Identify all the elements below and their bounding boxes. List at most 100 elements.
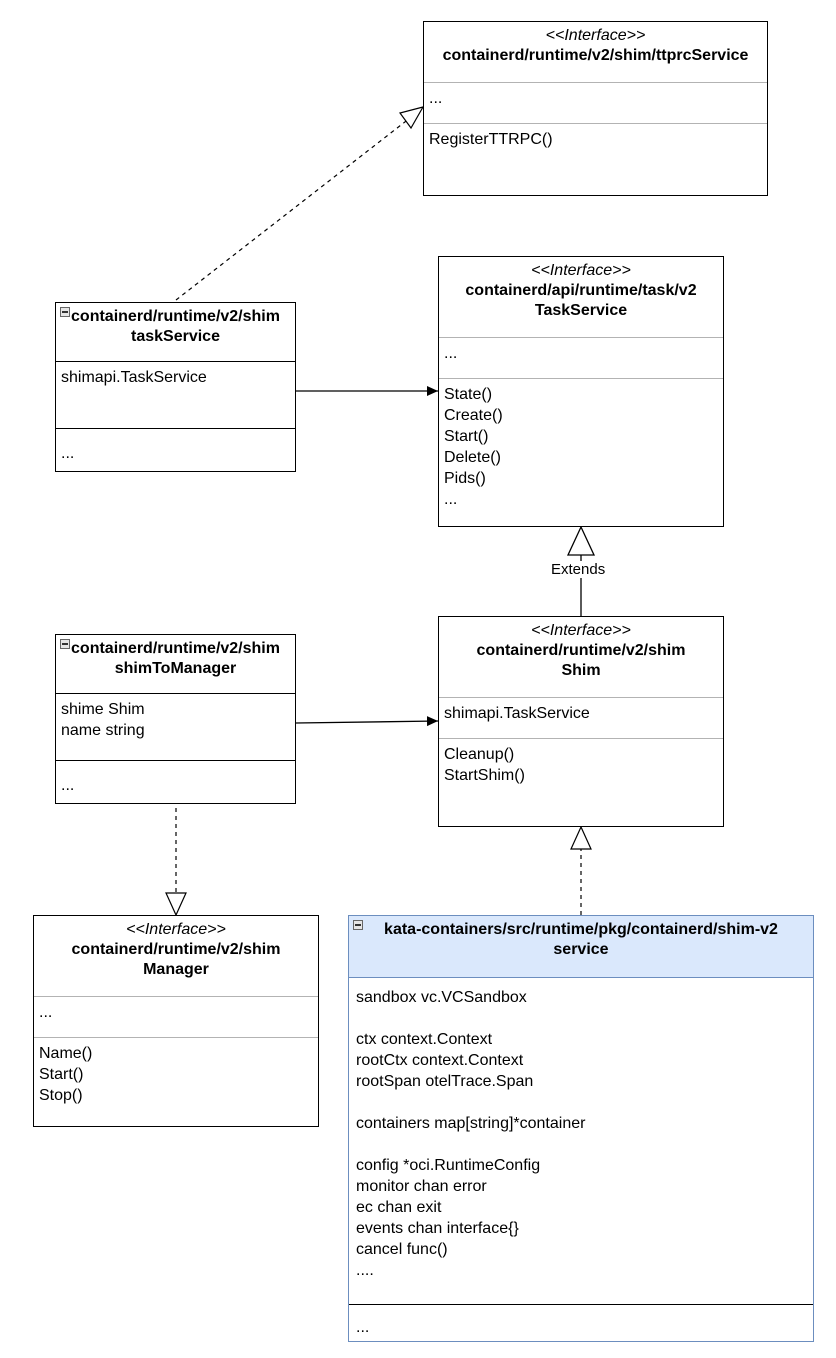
class-name-line2: Manager — [143, 961, 209, 978]
method: Start() — [444, 428, 489, 445]
divider — [439, 697, 723, 698]
method: Pids() — [444, 470, 486, 487]
class-taskservice-struct[interactable]: containerd/runtime/v2/shim taskService s… — [55, 302, 296, 472]
divider — [439, 738, 723, 739]
divider — [439, 337, 723, 338]
class-header: <<Interface>> containerd/runtime/v2/shim… — [439, 617, 723, 697]
class-header: <<Interface>> containerd/runtime/v2/shim… — [424, 22, 767, 82]
class-header: containerd/runtime/v2/shim taskService — [56, 303, 295, 361]
method: RegisterTTRPC() — [429, 131, 553, 148]
association-edge-shimtomanager — [295, 716, 439, 727]
class-shim-interface[interactable]: <<Interface>> containerd/runtime/v2/shim… — [438, 616, 724, 827]
attribute: ctx context.Context — [356, 1031, 493, 1048]
stereotype-label: <<Interface>> — [531, 262, 631, 279]
realization-arrowhead-shim — [570, 825, 592, 850]
stereotype-label: <<Interface>> — [545, 27, 646, 44]
method: ... — [356, 1319, 370, 1336]
divider — [56, 760, 295, 761]
class-name-line1: kata-containers/src/runtime/pkg/containe… — [384, 921, 778, 938]
method: ... — [444, 491, 458, 508]
attribute: rootCtx context.Context — [356, 1052, 524, 1069]
divider — [424, 82, 767, 83]
realization-arrowhead-manager — [165, 892, 187, 917]
attribute: containers map[string]*container — [356, 1115, 586, 1132]
method: Delete() — [444, 449, 501, 466]
spacer — [356, 1134, 808, 1155]
attribute: name string — [61, 722, 145, 739]
attribute: shimapi.TaskService — [444, 705, 590, 722]
attributes-section: ... — [424, 83, 767, 123]
methods-section: RegisterTTRPC() — [424, 124, 767, 155]
class-header: containerd/runtime/v2/shim shimToManager — [56, 635, 295, 693]
realization-edge-taskservice-ttrpc — [175, 117, 411, 301]
divider — [349, 1304, 813, 1305]
method: ... — [61, 445, 75, 462]
class-taskservice-interface[interactable]: <<Interface>> containerd/api/runtime/tas… — [438, 256, 724, 527]
attribute: sandbox vc.VCSandbox — [356, 989, 527, 1006]
extends-arrowhead — [566, 525, 596, 556]
methods-section: ... — [56, 429, 295, 469]
attributes-section: shimapi.TaskService — [56, 362, 295, 428]
class-name-line1: containerd/runtime/v2/shim — [71, 308, 280, 325]
methods-section: ... — [56, 761, 295, 801]
method: State() — [444, 386, 493, 403]
attribute: ... — [39, 1004, 53, 1021]
attribute: .... — [356, 1262, 374, 1279]
divider — [56, 361, 295, 362]
attribute: cancel func() — [356, 1241, 448, 1258]
class-manager-interface[interactable]: <<Interface>> containerd/runtime/v2/shim… — [33, 915, 319, 1127]
class-name-line2: shimToManager — [114, 660, 237, 677]
divider — [349, 977, 813, 978]
attribute: ... — [444, 345, 458, 362]
method: ... — [61, 777, 75, 794]
collapse-icon[interactable] — [60, 639, 70, 649]
attribute: shime Shim — [61, 701, 145, 718]
attribute: ec chan exit — [356, 1199, 442, 1216]
method: Stop() — [39, 1087, 83, 1104]
class-header: kata-containers/src/runtime/pkg/containe… — [349, 916, 813, 977]
method: Create() — [444, 407, 503, 424]
realization-arrowhead-ttrpc — [398, 106, 425, 130]
class-name-line2: Shim — [561, 662, 601, 679]
methods-section: ... — [349, 1305, 813, 1343]
attribute: config *oci.RuntimeConfig — [356, 1157, 541, 1174]
spacer — [356, 1008, 808, 1029]
attributes-section: ... — [34, 997, 318, 1037]
method: Start() — [39, 1066, 84, 1083]
stereotype-label: <<Interface>> — [531, 622, 631, 639]
class-name-line1: containerd/runtime/v2/shim — [71, 640, 280, 657]
attribute: ... — [429, 90, 443, 107]
attributes-section: shime Shim name string — [56, 694, 295, 760]
divider — [439, 378, 723, 379]
class-kata-service[interactable]: kata-containers/src/runtime/pkg/containe… — [348, 915, 814, 1342]
spacer — [356, 1092, 808, 1113]
class-shimtomanager[interactable]: containerd/runtime/v2/shim shimToManager… — [55, 634, 296, 804]
attributes-section: sandbox vc.VCSandbox ctx context.Context… — [349, 978, 813, 1304]
attribute: shimapi.TaskService — [61, 369, 207, 386]
class-name-line2: service — [553, 941, 609, 958]
divider — [34, 996, 318, 997]
method: StartShim() — [444, 767, 525, 784]
divider — [56, 428, 295, 429]
class-ttrpc-service[interactable]: <<Interface>> containerd/runtime/v2/shim… — [423, 21, 768, 196]
extends-label: Extends — [549, 561, 608, 578]
stereotype-label: <<Interface>> — [126, 921, 226, 938]
attributes-section: shimapi.TaskService — [439, 698, 723, 738]
class-name-line2: taskService — [131, 328, 220, 345]
class-header: <<Interface>> containerd/runtime/v2/shim… — [34, 916, 318, 996]
divider — [424, 123, 767, 124]
attribute: monitor chan error — [356, 1178, 487, 1195]
class-name-line1: containerd/runtime/v2/shim — [71, 941, 281, 958]
methods-section: Name() Start() Stop() — [34, 1038, 318, 1111]
class-header: <<Interface>> containerd/api/runtime/tas… — [439, 257, 723, 337]
collapse-icon[interactable] — [353, 920, 363, 930]
divider — [56, 693, 295, 694]
methods-section: Cleanup() StartShim() — [439, 739, 723, 791]
attribute: rootSpan otelTrace.Span — [356, 1073, 534, 1090]
methods-section: State() Create() Start() Delete() Pids()… — [439, 379, 723, 515]
class-name: containerd/runtime/v2/shim/ttprcService — [442, 47, 749, 64]
class-name-line1: containerd/api/runtime/task/v2 — [465, 282, 697, 299]
collapse-icon[interactable] — [60, 307, 70, 317]
divider — [34, 1037, 318, 1038]
